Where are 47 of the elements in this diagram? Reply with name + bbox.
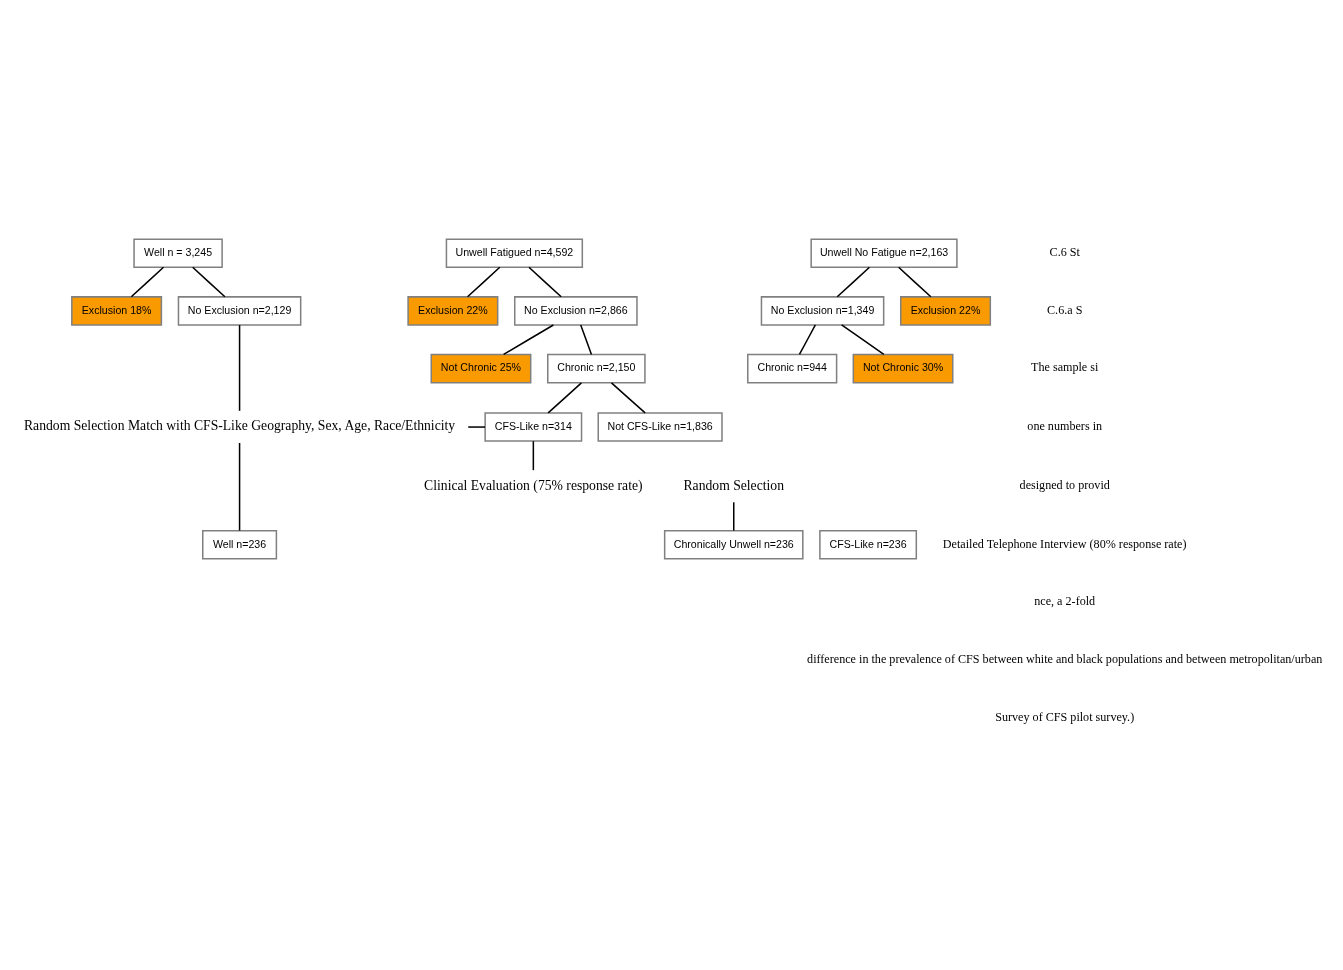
- node-box: No Exclusion n=1,349: [760, 295, 885, 326]
- connector: [897, 266, 932, 297]
- connector: [238, 441, 241, 531]
- node-box: Chronically Unwell n=236: [663, 529, 804, 559]
- label: one numbers in: [1027, 418, 1103, 433]
- connector: [532, 439, 535, 471]
- node-box: CFS-Like n=236: [819, 529, 918, 559]
- label: Survey of CFS pilot survey.): [995, 709, 1135, 724]
- connector: [733, 501, 735, 531]
- label: C.6.a S: [1047, 302, 1083, 317]
- label: nce, a 2-fold: [1034, 593, 1096, 608]
- node-box: Chronic n=944: [747, 353, 838, 383]
- connector: [840, 323, 885, 355]
- connector: [130, 266, 165, 297]
- node-text: Clinical Evaluation (75% response rate): [424, 477, 643, 493]
- label: C.6 St: [1049, 244, 1080, 259]
- connector: [238, 323, 241, 412]
- node-box: Not Chronic 25%: [430, 353, 532, 383]
- node-box: No Exclusion n=2,129: [177, 295, 302, 326]
- connector: [798, 323, 817, 355]
- connector: [547, 381, 583, 414]
- label: The sample si: [1031, 359, 1099, 374]
- connector: [528, 266, 562, 297]
- node-box: Unwell Fatigued n=4,592: [445, 237, 584, 268]
- node-box: Well n = 3,245: [133, 237, 223, 268]
- node-box: Exclusion 18%: [71, 295, 163, 326]
- connector: [191, 266, 226, 297]
- node-box: CFS-Like n=314: [484, 411, 583, 442]
- node-text: Random Selection: [683, 477, 784, 493]
- connector: [836, 266, 871, 297]
- node-box: Exclusion 22%: [900, 295, 992, 326]
- node-box: Chronic n=2,150: [547, 353, 646, 383]
- connector: [579, 323, 593, 355]
- node-box: Exclusion 22%: [407, 295, 499, 326]
- node-box: No Exclusion n=2,866: [514, 295, 638, 326]
- connector: [610, 381, 646, 414]
- connector: [502, 323, 555, 355]
- label: designed to provid: [1019, 477, 1110, 492]
- node-box: Not CFS-Like n=1,836: [597, 411, 723, 442]
- connector: [466, 266, 501, 297]
- node-box: Not Chronic 30%: [852, 353, 954, 383]
- node-box: Unwell No Fatigue n=2,163: [810, 237, 958, 268]
- connector: [467, 425, 486, 428]
- node-box: Well n=236: [202, 529, 278, 559]
- node-text: Random Selection Match with CFS-Like Geography, Sex, Age, Race/Ethnicity: [24, 417, 456, 433]
- label: difference in the prevalence of CFS between white and black populations and between metropolitan/urban: [807, 651, 1323, 666]
- label: Detailed Telephone Interview (80% response rate): [942, 536, 1187, 551]
